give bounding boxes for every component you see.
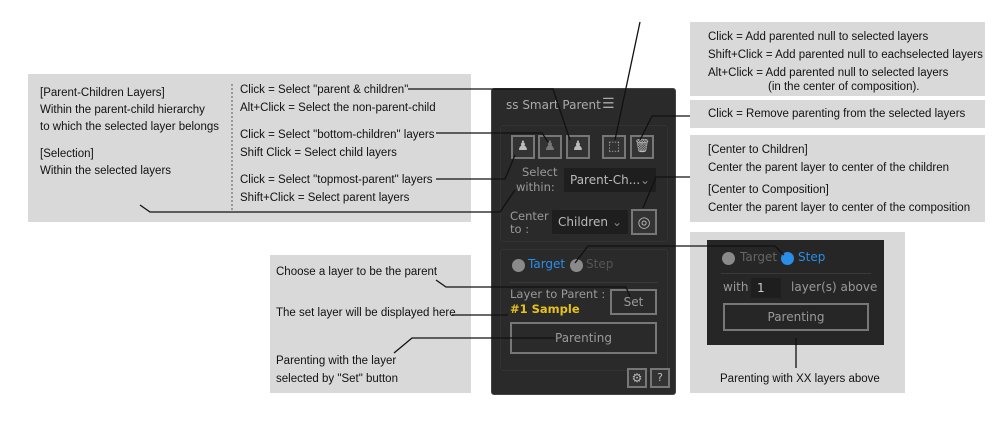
note: Click = Add parented null to selected la… <box>708 31 929 43</box>
gear-icon[interactable]: ⚙ <box>627 368 647 388</box>
note: [Parent-Children Layers] <box>40 87 165 99</box>
parenting-button[interactable]: Parenting <box>510 322 657 354</box>
add-null-icon[interactable]: ⬚ <box>602 135 626 159</box>
select-bottom-children-icon[interactable]: ♟ <box>538 135 562 159</box>
null-annotation-box <box>690 22 985 96</box>
note: Within the selected layers <box>40 165 172 177</box>
center-to-value: Children <box>558 215 608 229</box>
note: [Center to Children] <box>708 144 808 156</box>
radio-target[interactable] <box>722 252 735 265</box>
note: Shift+Click = Select parent layers <box>240 192 410 204</box>
layer-to-parent-label: Layer to Parent : <box>510 287 606 301</box>
note: Parenting with XX layers above <box>720 373 880 385</box>
note: Choose a layer to be the parent <box>276 266 438 278</box>
note: selected by "Set" button <box>276 373 398 385</box>
chevron-down-icon: ⌄ <box>639 173 650 187</box>
note: to which the selected layer belongs <box>40 121 219 133</box>
help-button[interactable]: ? <box>650 368 670 388</box>
remove-annotation-box <box>690 100 985 128</box>
note: Click = Remove parenting from the select… <box>708 108 966 120</box>
note: Click = Select "bottom-children" layers <box>240 129 435 141</box>
radio-step-label: Step <box>798 250 826 264</box>
center-to-dropdown[interactable]: Children⌄ <box>552 210 628 234</box>
note: Within the parent-child hierarchy <box>40 104 205 116</box>
step-parenting-button[interactable]: Parenting <box>723 303 869 331</box>
select-within-dropdown[interactable]: Parent-Ch...⌄ <box>564 168 656 192</box>
step-panel: Target Step with 1 layer(s) above Parent… <box>707 240 884 345</box>
radio-step[interactable] <box>570 259 583 272</box>
smart-parent-panel: ss Smart Parent ☰ ♟ ♟ ♟ ⬚ 🗑 Select withi… <box>491 88 676 395</box>
step-count-input[interactable]: 1 <box>751 278 781 298</box>
divider <box>721 273 871 274</box>
radio-target-label: Target <box>528 257 566 271</box>
note: The set layer will be displayed here <box>276 307 456 319</box>
radio-step-label: Step <box>586 257 614 271</box>
note: Center the parent layer to center of the… <box>708 162 950 174</box>
note: Alt+Click = Select the non-parent-child <box>240 102 436 114</box>
chevron-down-icon: ⌄ <box>611 215 622 229</box>
bottom-annotation-box <box>270 255 471 393</box>
select-parent-children-icon[interactable]: ♟ <box>511 135 535 159</box>
selected-layer-name: #1 Sample <box>510 302 580 316</box>
menu-icon[interactable]: ☰ <box>602 96 615 112</box>
note: [Selection] <box>40 148 94 160</box>
note: [Center to Composition] <box>708 184 829 196</box>
note: (in the center of composition). <box>768 81 920 93</box>
center-label-2: to : <box>510 222 530 236</box>
radio-step[interactable] <box>781 252 794 265</box>
radio-target[interactable] <box>512 259 525 272</box>
target-center-icon[interactable]: ◎ <box>631 209 657 235</box>
with-label: with <box>723 280 749 294</box>
note: Alt+Click = Add parented null to selecte… <box>708 67 949 79</box>
radio-target-label: Target <box>740 250 778 264</box>
note: Center the parent layer to center of the… <box>708 202 971 214</box>
note: Shift Click = Select child layers <box>240 147 397 159</box>
note: Shift+Click = Add parented null to eachs… <box>708 49 983 61</box>
panel-title: ss Smart Parent <box>506 98 601 112</box>
select-within-label-2: within: <box>516 180 555 194</box>
set-button[interactable]: Set <box>610 289 657 315</box>
note: Click = Select "topmost-parent" layers <box>240 174 433 186</box>
select-topmost-parent-icon[interactable]: ♟ <box>566 135 590 159</box>
center-annotation-box <box>690 135 985 222</box>
select-within-label: Select <box>522 165 558 179</box>
note: Parenting with the layer <box>276 355 397 367</box>
divider <box>510 282 658 283</box>
center-label: Center <box>510 209 549 223</box>
note: Click = Select "parent & children" <box>240 84 409 96</box>
above-label: layer(s) above <box>791 280 878 294</box>
select-within-value: Parent-Ch... <box>570 173 641 187</box>
trash-icon[interactable]: 🗑 <box>630 135 654 159</box>
